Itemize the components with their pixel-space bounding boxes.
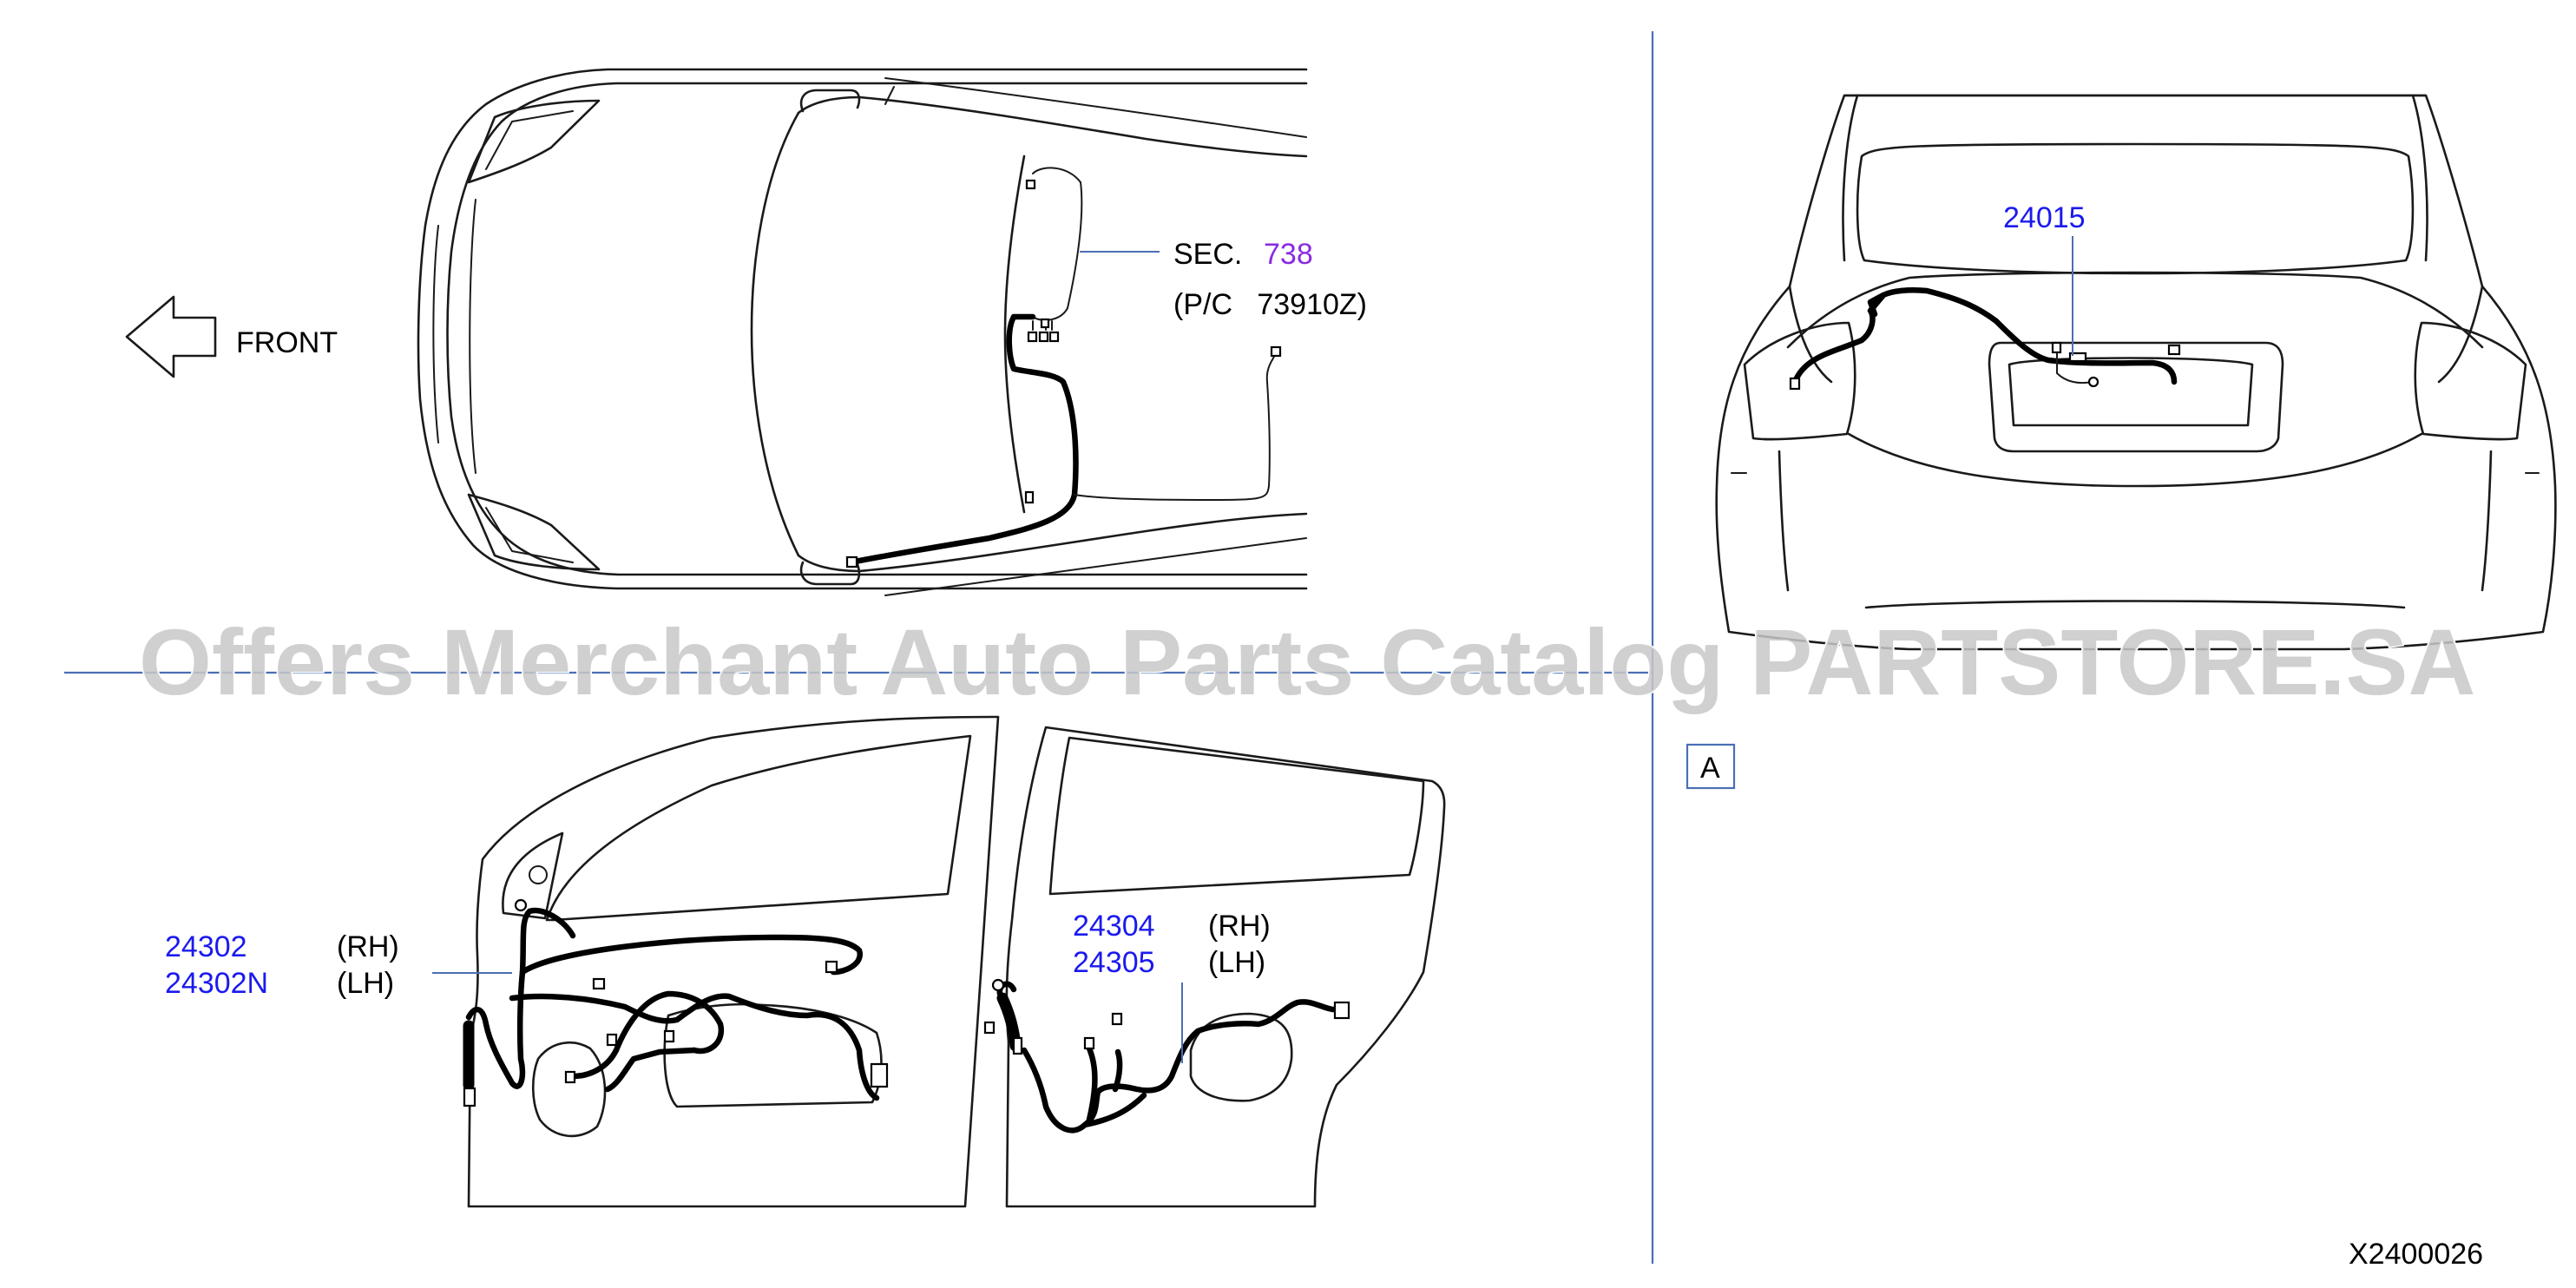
callout-24302N-side: (LH) [337,967,394,1000]
car-top-view [417,68,1308,596]
callout-24302-side: (RH) [337,930,399,963]
callout-24305-side: (LH) [1208,946,1265,979]
sec-number[interactable]: 738 [1264,238,1313,271]
rear-view [1715,94,2557,651]
diagram-code: X2400026 [2349,1238,2483,1271]
pc-number: (P/C 73910Z) [1173,288,1367,321]
watermark: Offers Merchant Auto Parts Catalog PARTS… [139,609,2475,714]
rear-door [983,726,1446,1208]
sec-prefix: SEC. [1173,238,1242,271]
front-label: FRONT [236,326,338,359]
callout-24305[interactable]: 24305 [1073,946,1155,979]
view-a-box [1686,743,1736,790]
callout-24302N[interactable]: 24302N [165,967,268,1000]
view-a-label: A [1700,752,1720,785]
callout-24304-side: (RH) [1208,910,1271,943]
front-arrow: FRONT [125,295,338,378]
front-door [432,715,1000,1208]
callout-24302[interactable]: 24302 [165,930,247,963]
callout-24015[interactable]: 24015 [2003,201,2086,234]
callout-24304[interactable]: 24304 [1073,910,1155,943]
